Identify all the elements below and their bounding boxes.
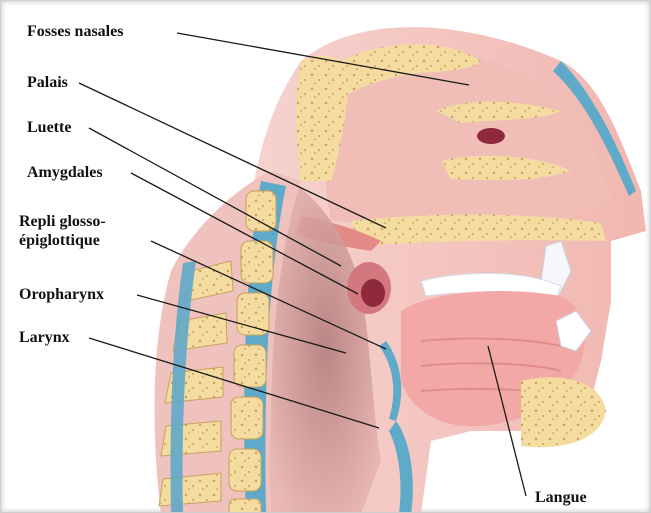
label-larynx: Larynx <box>19 329 70 347</box>
label-palais: Palais <box>27 74 68 92</box>
label-amygdales: Amygdales <box>27 164 103 182</box>
label-fosses-nasales: Fosses nasales <box>27 23 123 41</box>
nasal-dark-spot <box>477 128 505 144</box>
label-luette: Luette <box>27 119 71 137</box>
label-oropharynx: Oropharynx <box>19 286 104 304</box>
label-repli-line1: Repli glosso- <box>19 213 106 231</box>
label-langue: Langue <box>535 489 587 507</box>
label-repli-line2: épiglottique <box>19 232 100 250</box>
